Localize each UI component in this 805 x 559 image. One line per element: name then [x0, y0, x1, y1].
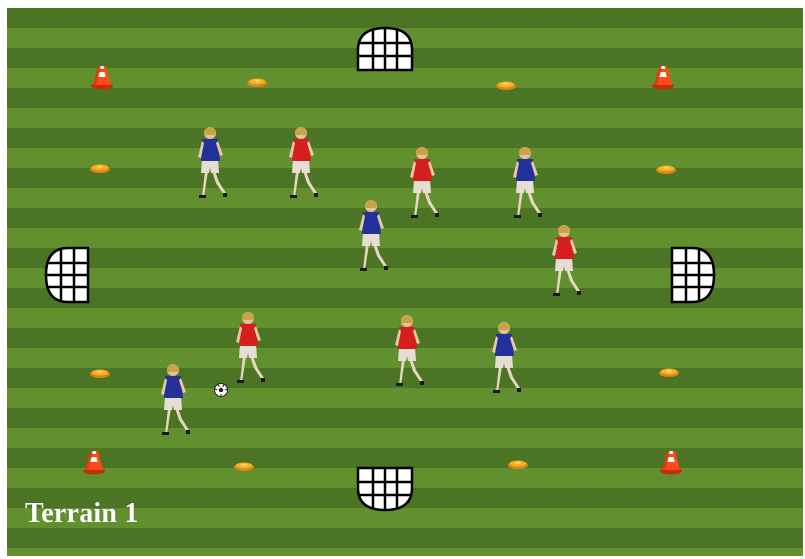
goal-left: [46, 248, 88, 302]
goal-right: [672, 248, 714, 302]
pitch: [7, 8, 803, 556]
terrain-caption: Terrain 1: [25, 498, 139, 530]
soccer-ball-icon: [215, 384, 228, 397]
goal-top: [358, 28, 412, 70]
goal-bottom: [358, 468, 412, 510]
